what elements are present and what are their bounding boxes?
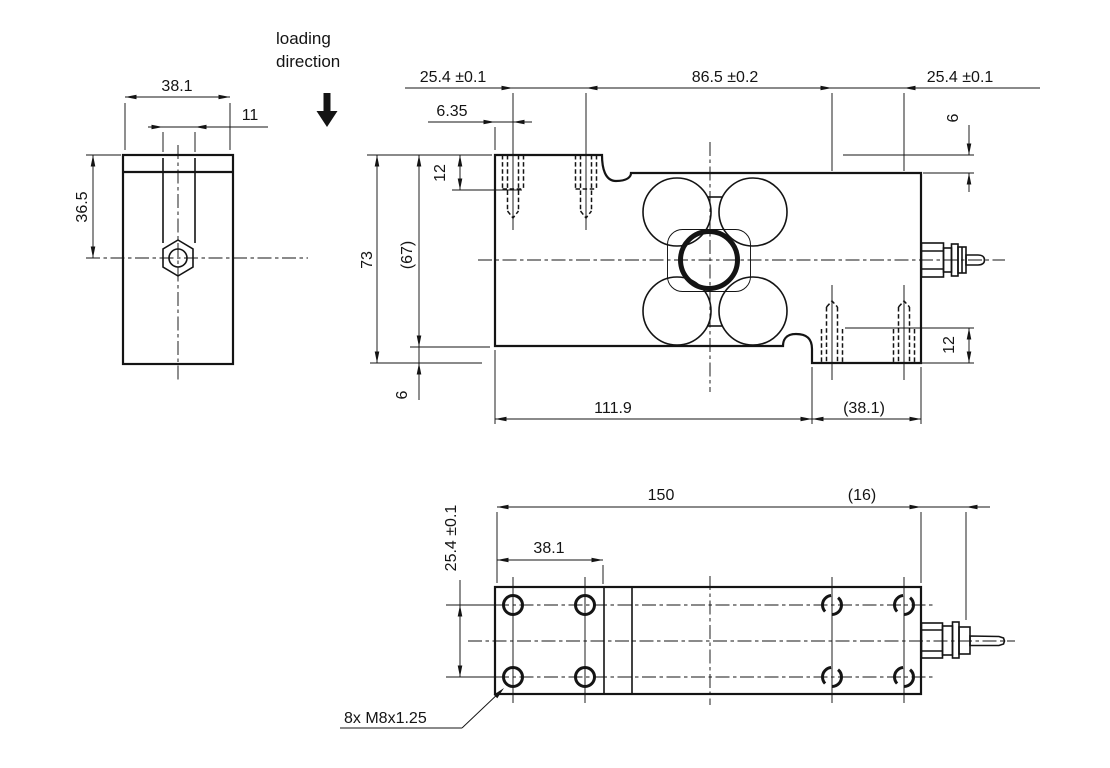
threaded-holes-top	[501, 155, 598, 220]
dim-hole-pitch: 25.4 ±0.1	[443, 505, 460, 572]
side-view-body	[493, 153, 923, 365]
end-view-dimensions: 38.1 11 36.5	[74, 78, 268, 258]
top-view-dimensions: 150 (16) 38.1 25.4 ±0.1 8x M8x1.25	[340, 487, 990, 729]
thread-callout: 8x M8x1.25	[344, 710, 427, 727]
connector-pin	[965, 254, 986, 266]
dim-pitch-mid: 86.5 ±0.2	[692, 69, 759, 86]
dim-height-ref: (67)	[399, 241, 416, 269]
end-view-centerlines	[86, 145, 308, 380]
loading-direction-arrow-icon	[316, 93, 338, 127]
mounting-holes	[502, 594, 915, 688]
dim-pitch-right: 25.4 ±0.1	[927, 69, 994, 86]
dim-connector-ref: (16)	[848, 487, 876, 504]
hex-nut	[162, 239, 194, 277]
binocular-cutout	[642, 177, 788, 346]
top-view-extension-lines	[446, 512, 967, 678]
cable	[969, 635, 1006, 647]
dim-end-bore: 11	[242, 107, 259, 124]
side-view-extension-lines	[367, 93, 974, 424]
loading-direction-note: loading direction	[276, 29, 340, 127]
side-view-dimensions: 25.4 ±0.1 86.5 ±0.2 25.4 ±0.1 6.35 6 12 …	[359, 69, 1040, 422]
dim-edge-offset: 6.35	[436, 103, 467, 120]
dim-height: 73	[359, 251, 376, 269]
end-view-bore-lines	[162, 158, 196, 243]
end-view-body	[121, 153, 235, 366]
dim-end-width: 38.1	[161, 78, 192, 95]
side-view: 25.4 ±0.1 86.5 ±0.2 25.4 ±0.1 6.35 6 12 …	[359, 69, 1040, 424]
loading-direction-label-line1: loading	[276, 29, 331, 48]
cable-connector-top	[920, 621, 1006, 659]
dim-hole-offset: 38.1	[533, 540, 564, 557]
end-view: 38.1 11 36.5	[74, 78, 308, 380]
loading-direction-label-line2: direction	[276, 52, 340, 71]
dim-length: 150	[648, 487, 675, 504]
dim-depth-left: 12	[432, 164, 449, 182]
threaded-holes-bottom	[820, 299, 916, 363]
top-view: 150 (16) 38.1 25.4 ±0.1 8x M8x1.25	[340, 487, 1015, 729]
side-view-centerlines	[478, 142, 1005, 392]
dim-end-ref: (38.1)	[843, 400, 885, 417]
dim-length-to-step: 111.9	[594, 400, 632, 417]
cable-connector-side	[920, 242, 986, 278]
top-view-centerlines	[446, 576, 1015, 705]
center-hole	[678, 229, 740, 291]
top-view-body	[493, 585, 923, 696]
dim-step-left: 6	[394, 390, 411, 399]
dim-end-center-height: 36.5	[74, 191, 91, 222]
dim-depth-right: 12	[941, 336, 958, 354]
dim-pitch-left: 25.4 ±0.1	[420, 69, 487, 86]
dim-step-right: 6	[945, 113, 962, 122]
